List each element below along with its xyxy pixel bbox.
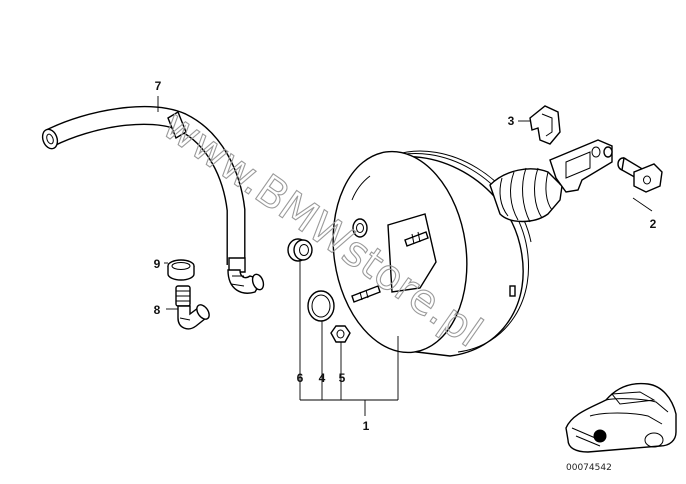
leader-lines [157, 96, 653, 416]
callout-7: 7 [155, 79, 162, 93]
reference-number: 00074542 [566, 463, 612, 473]
o-ring[interactable] [307, 290, 335, 322]
callout-2: 2 [650, 217, 657, 231]
grommet[interactable] [287, 238, 313, 262]
location-marker [593, 429, 607, 443]
callout-3: 3 [508, 114, 515, 128]
clevis-pin[interactable] [617, 156, 663, 193]
clevis-fork[interactable] [549, 139, 613, 193]
clevis-clip[interactable] [529, 105, 561, 145]
hex-nut[interactable] [330, 325, 351, 343]
car-location-thumbnail [565, 382, 677, 453]
callout-1: 1 [363, 419, 370, 433]
brake-booster[interactable] [321, 143, 581, 361]
check-valve[interactable] [175, 285, 212, 330]
callout-4: 4 [319, 371, 326, 385]
callout-8: 8 [154, 303, 161, 317]
callout-6: 6 [297, 371, 304, 385]
hose-clamp[interactable] [167, 259, 195, 281]
callout-9: 9 [154, 257, 161, 271]
callout-5: 5 [339, 371, 346, 385]
vacuum-hose[interactable] [40, 105, 265, 294]
